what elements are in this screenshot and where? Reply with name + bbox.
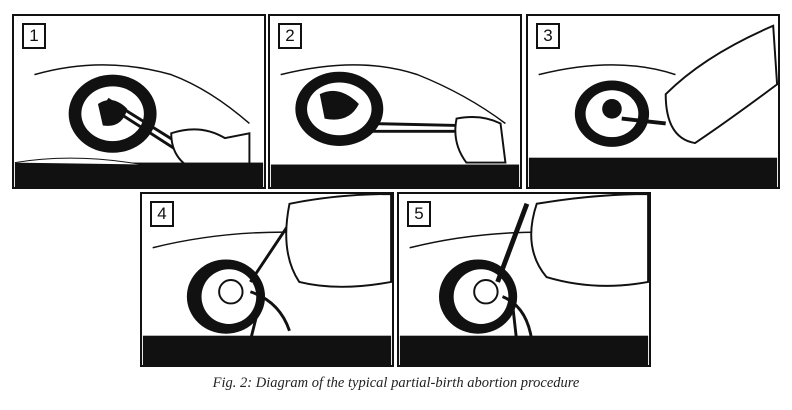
panel-number: 4 [150, 201, 174, 227]
panel-number: 2 [278, 23, 302, 49]
panel-number: 1 [22, 23, 46, 49]
panel-5: 5 [397, 192, 651, 367]
panel-3: 3 [526, 14, 780, 189]
panel-number: 5 [407, 201, 431, 227]
panel-2: 2 [268, 14, 522, 189]
panel-number: 3 [536, 23, 560, 49]
illustration-leg-grasped [270, 64, 520, 187]
figure-caption: Fig. 2: Diagram of the typical partial-b… [212, 375, 580, 391]
illustration-forceps-insertion [14, 64, 264, 187]
illustration-breech-delivery [528, 24, 778, 187]
illustration-scissors-insertion [142, 194, 392, 365]
panel-1: 1 [12, 14, 266, 189]
panel-4: 4 [140, 192, 394, 367]
illustration-suction-catheter [399, 194, 649, 365]
